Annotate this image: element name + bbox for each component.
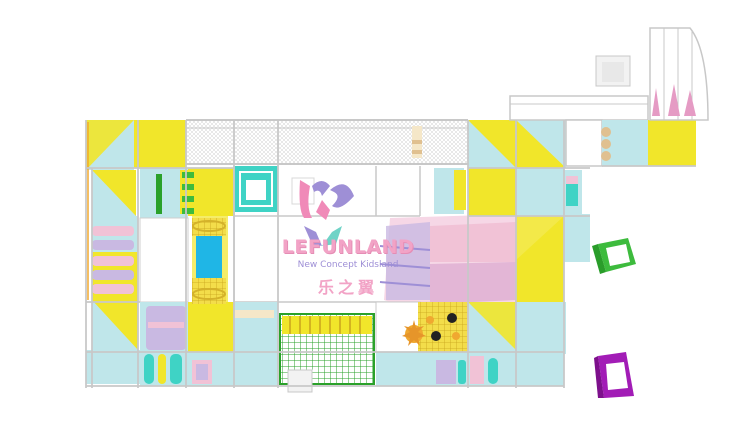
spiky-ornament — [402, 320, 426, 346]
hollow-cube-icon — [592, 238, 636, 274]
frame-posts — [85, 120, 696, 388]
left-tower — [86, 120, 186, 384]
logo-title: LEFUNLAND — [281, 236, 415, 258]
top-net-bridge — [186, 119, 468, 165]
logo-icon — [299, 180, 354, 246]
top-right-platform — [509, 27, 709, 167]
hollow-cube-icon — [594, 352, 634, 398]
logo-chinese-title: 乐之翼 — [317, 278, 378, 297]
logo-subtitle: New Concept Kidsland — [297, 260, 399, 270]
right-column — [468, 120, 582, 216]
second-column — [139, 168, 234, 386]
tube-tower — [192, 216, 228, 304]
green-yellow-stripes — [182, 172, 194, 214]
bottom-section — [234, 301, 566, 393]
